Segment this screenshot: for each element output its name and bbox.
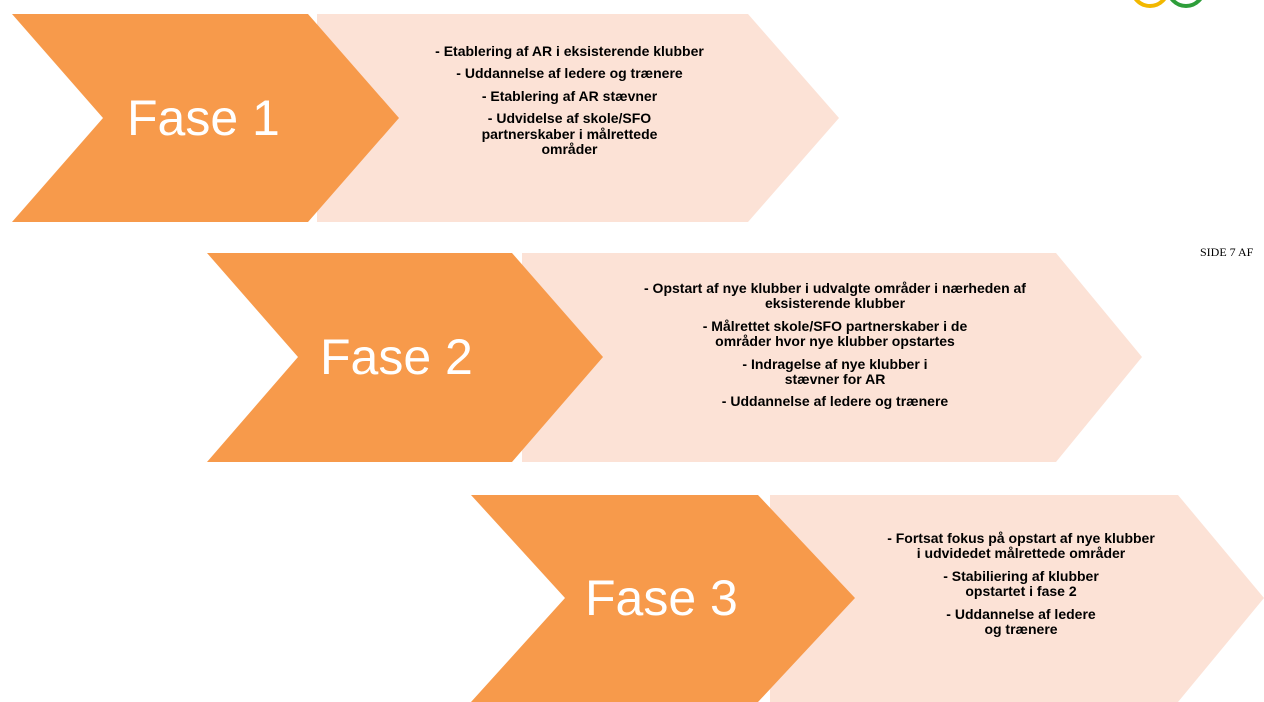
phase-2-detail-chevron bbox=[522, 253, 1142, 462]
logo-rings bbox=[1134, 0, 1202, 8]
phase-2-details: - Opstart af nye klubber i udvalgte områ… bbox=[615, 280, 1055, 417]
phase-1-item: - Etablering af AR stævner bbox=[481, 87, 658, 104]
phase-3-item: - Stabiliering af klubber opstartet i fa… bbox=[943, 567, 1099, 600]
phase-2-label: Fase 2 bbox=[320, 329, 473, 385]
page-marker: SIDE 7 AF bbox=[1200, 245, 1254, 259]
phase-3-detail-chevron bbox=[770, 495, 1264, 702]
phase-2-item: - Uddannelse af ledere og trænere bbox=[721, 393, 949, 410]
phase-2-item: - Indragelse af nye klubber i stævner fo… bbox=[742, 355, 928, 387]
phase-1-item: - Udvidelse af skole/SFO partnerskaber i… bbox=[481, 110, 658, 157]
phase-1-item: - Uddannelse af ledere og trænere bbox=[456, 65, 683, 82]
phase-3-item: - Uddannelse af ledere og trænere bbox=[946, 605, 1096, 637]
phase-3-chevron bbox=[471, 495, 855, 702]
phase-2-chevron bbox=[207, 253, 603, 462]
phase-2-item: - Opstart af nye klubber i udvalgte områ… bbox=[644, 280, 1026, 312]
phase-1-chevron bbox=[12, 14, 399, 222]
phase-3-details: - Fortsat fokus på opstart af nye klubbe… bbox=[862, 530, 1180, 644]
phase-3-item: - Fortsat fokus på opstart af nye klubbe… bbox=[887, 530, 1155, 562]
phase-3-label: Fase 3 bbox=[585, 570, 738, 626]
phase-1-label: Fase 1 bbox=[127, 90, 280, 146]
phase-1-details: - Etablering af AR i eksisterende klubbe… bbox=[412, 43, 727, 164]
phase-1-item: - Etablering af AR i eksisterende klubbe… bbox=[435, 43, 704, 59]
phase-2-item: - Målrettet skole/SFO partnerskaber i de… bbox=[702, 317, 968, 350]
phase-1-detail-chevron bbox=[317, 14, 839, 222]
